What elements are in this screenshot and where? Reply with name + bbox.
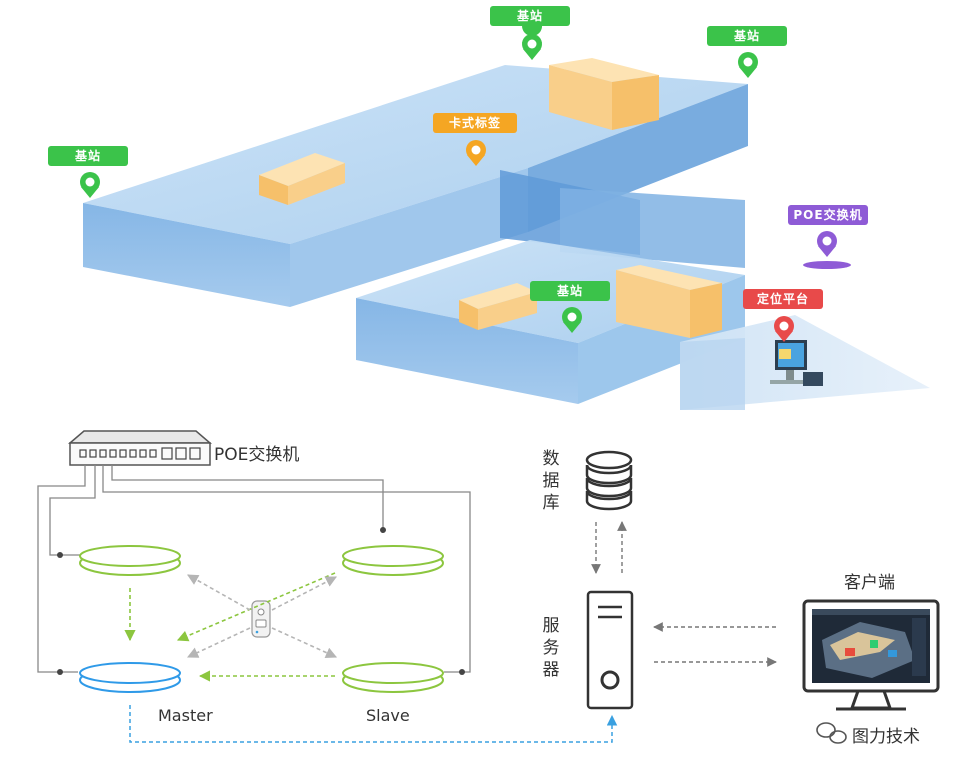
master-server-link — [129, 705, 618, 743]
anchor-top-left-icon — [79, 545, 181, 576]
box-left — [259, 153, 345, 205]
slave-label: Slave — [366, 706, 410, 725]
sync-arrows — [124, 572, 336, 682]
database-label: 数据库 — [542, 449, 560, 513]
tag-poe-switch: POE交换机 — [788, 205, 868, 225]
pin-card-tag-icon — [466, 140, 486, 166]
tag-base-station-bottom: 基站 — [530, 281, 610, 301]
pin-base-station-bottom-icon — [562, 307, 582, 333]
tag-base-station-top: 基站 — [490, 6, 570, 26]
network-diagram — [37, 430, 940, 744]
server-client-arrows — [653, 622, 777, 667]
pin-positioning-platform-icon — [774, 316, 794, 342]
poe-switch-icon — [67, 430, 213, 466]
pin-base-station-right-icon — [738, 52, 758, 78]
watermark-text: 图力技术 — [852, 727, 920, 747]
uwb-arrows — [186, 574, 338, 658]
poe-switch-shadow — [803, 261, 851, 269]
server-label: 服务器 — [542, 616, 560, 680]
tag-base-station-left: 基站 — [48, 146, 128, 166]
floor-plan — [80, 16, 930, 410]
box-bottom-left — [459, 283, 537, 330]
anchor-top-right-icon — [342, 545, 444, 576]
pin-poe-switch-icon — [817, 231, 837, 257]
database-icon — [585, 450, 633, 511]
master-label: Master — [158, 706, 213, 725]
platform-monitor-icon — [770, 340, 823, 386]
card-tag-icon — [251, 600, 271, 638]
db-server-arrows — [591, 521, 627, 574]
client-label: 客户端 — [844, 573, 895, 593]
pin-base-station-top-icon — [522, 16, 543, 60]
tag-base-station-right: 基站 — [707, 26, 787, 46]
master-anchor-icon — [79, 662, 181, 693]
slave-anchor-icon — [342, 662, 444, 693]
tag-positioning-platform: 定位平台 — [743, 289, 823, 309]
pin-base-station-left-icon — [80, 172, 100, 198]
wechat-icon — [816, 722, 847, 744]
tag-card-tag: 卡式标签 — [433, 113, 517, 133]
box-bottom-right — [616, 265, 722, 338]
server-icon — [586, 590, 634, 710]
box-top — [549, 58, 659, 130]
poe-switch-label: POE交换机 — [214, 445, 300, 465]
client-monitor-icon — [802, 599, 940, 711]
